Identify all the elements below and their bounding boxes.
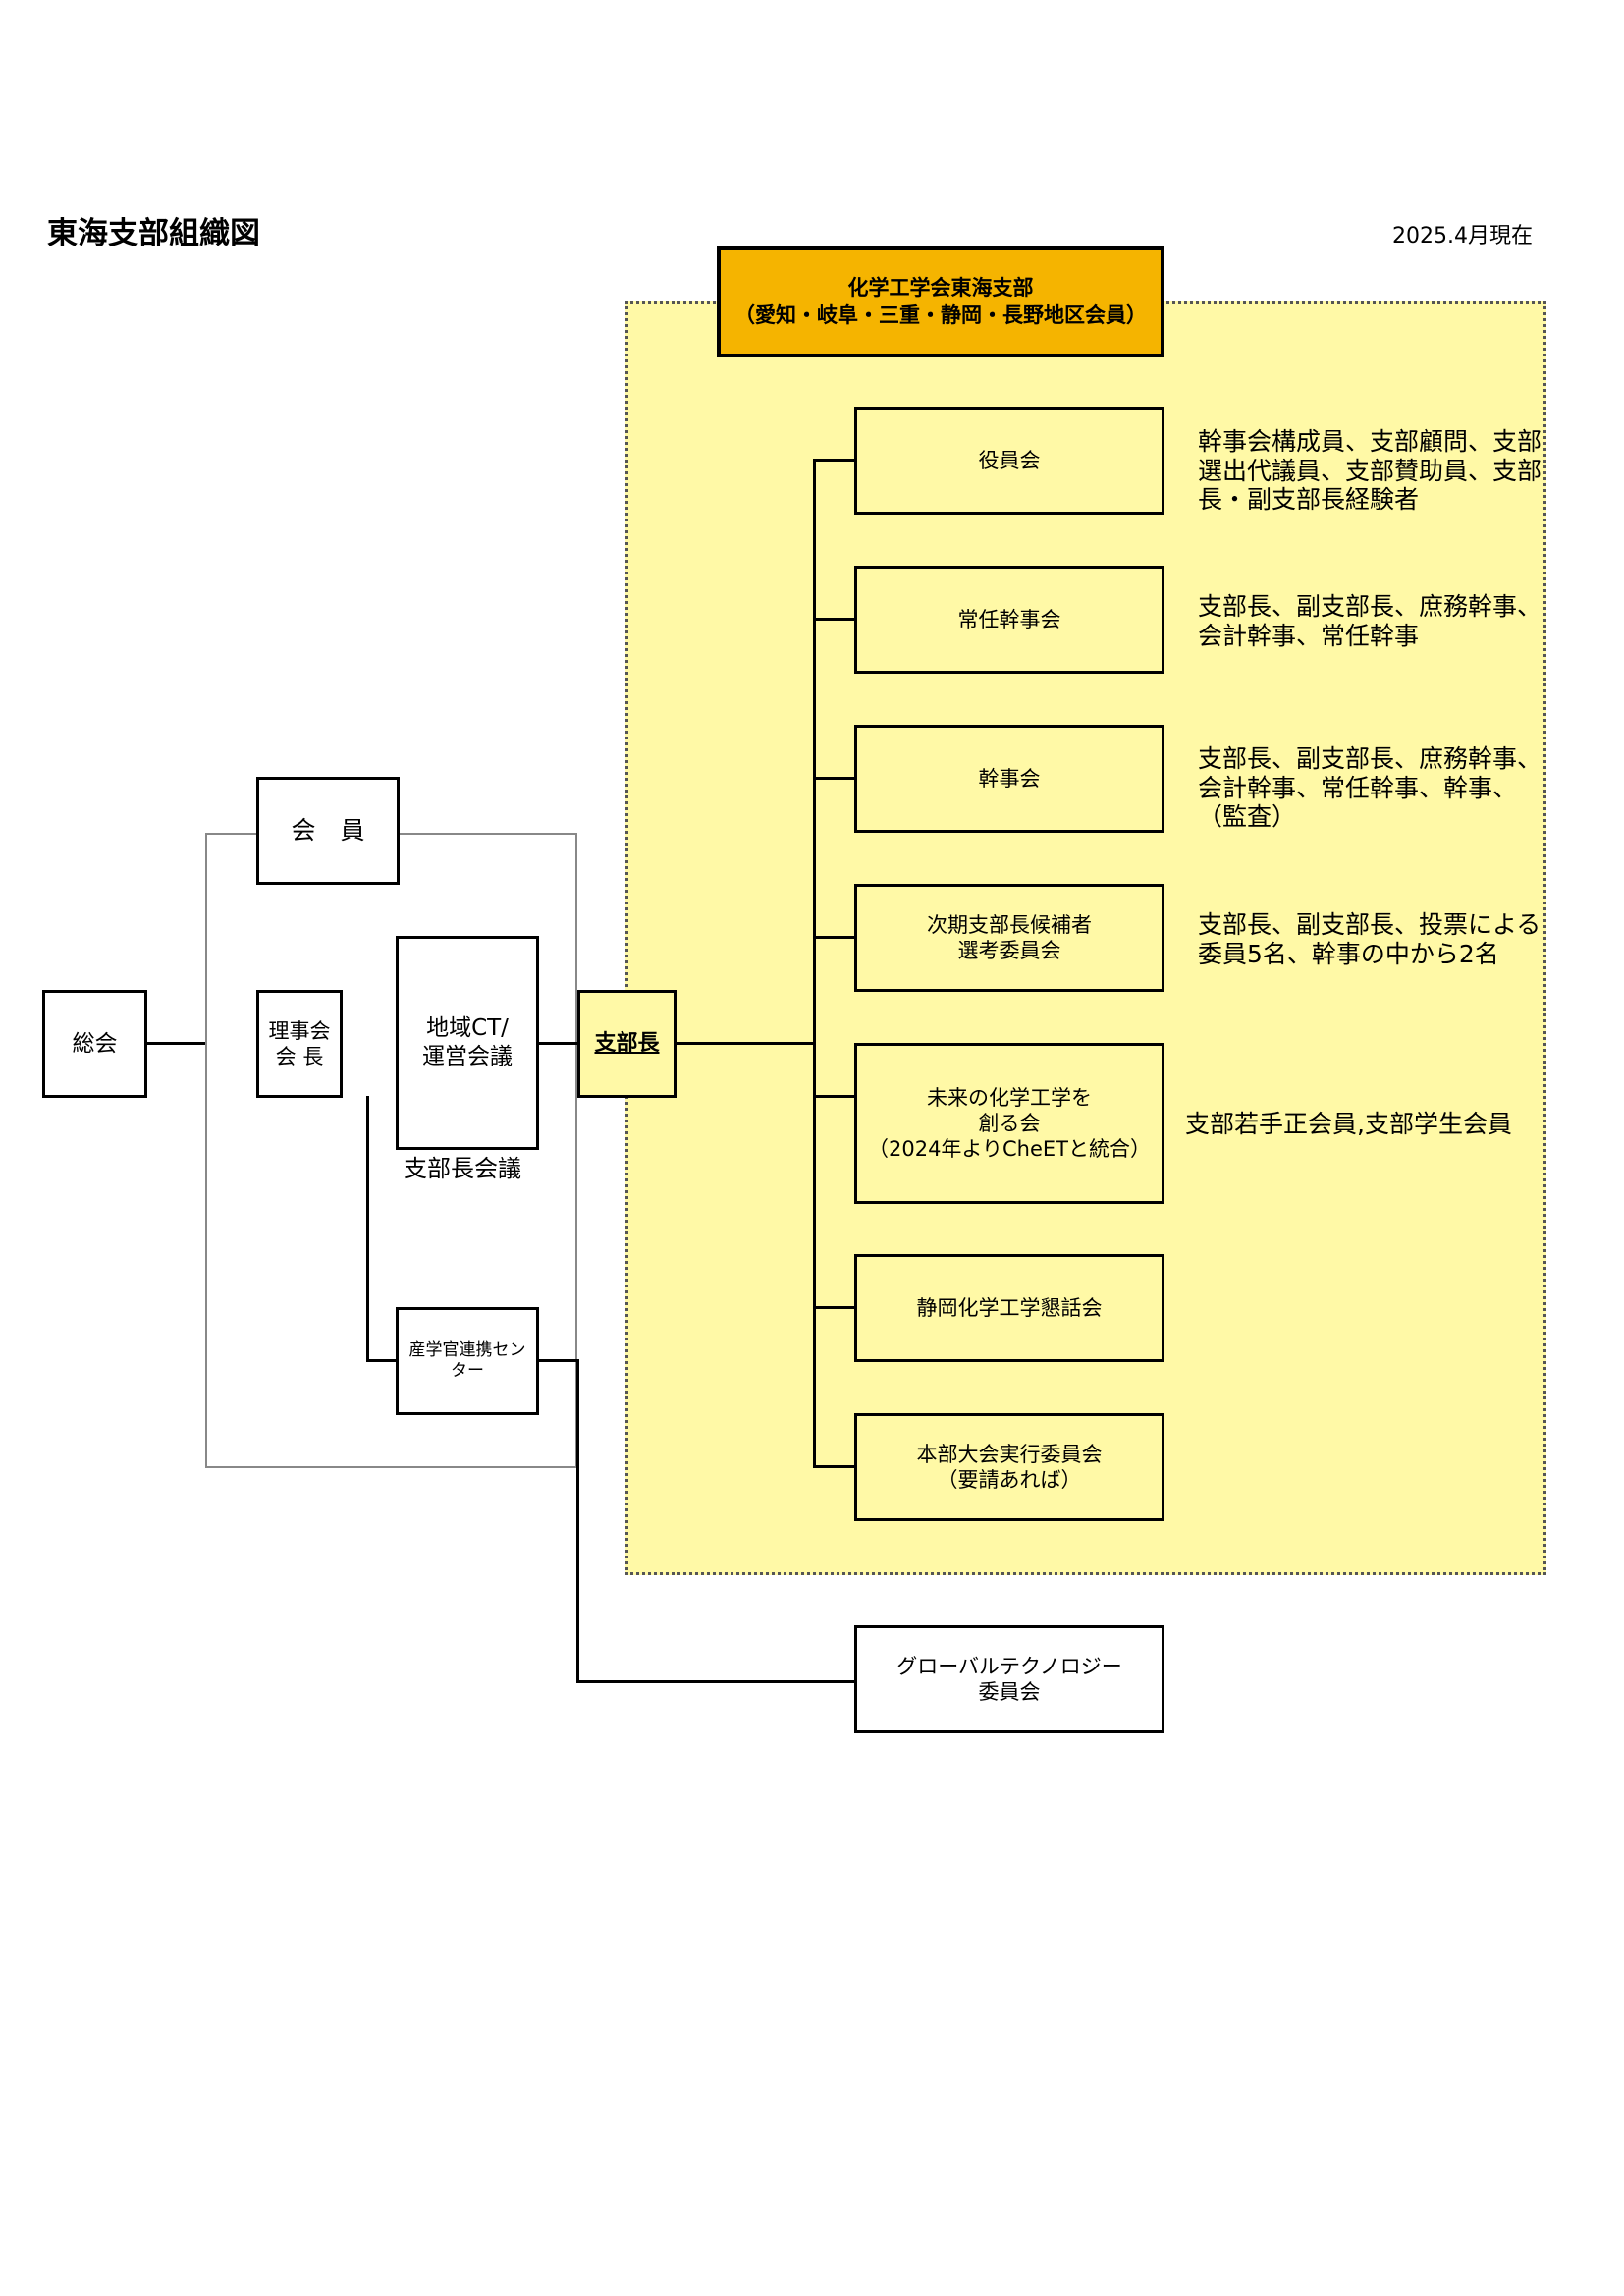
connector-branch-3 xyxy=(813,777,856,780)
general-meeting-box: 総会 xyxy=(42,990,147,1098)
general-meeting-label: 総会 xyxy=(72,1030,118,1057)
committee-label: 幹事会 xyxy=(978,766,1041,791)
committee-trunk xyxy=(813,460,816,1466)
committee-label: 未来の化学工学を 創る会 （2024年よりCheETと統合） xyxy=(867,1085,1151,1162)
committee-standing-secretaries: 常任幹事会 xyxy=(854,566,1164,674)
page-title: 東海支部組織図 xyxy=(47,216,260,251)
branch-head-label: 支部長 xyxy=(594,1031,660,1057)
committee-label: 次期支部長候補者 選考委員会 xyxy=(927,912,1092,962)
industry-center-label: 産学官連携セン ター xyxy=(408,1339,526,1381)
committee-secretaries: 幹事会 xyxy=(854,725,1164,833)
connector-head-to-trunk xyxy=(674,1042,815,1045)
regional-ct-label: 地域CT/ 運営会議 xyxy=(422,1015,513,1069)
committee-note: 支部長、副支部長、庶務幹事、 会計幹事、常任幹事 xyxy=(1198,592,1543,650)
connector-chair-vertical xyxy=(366,1096,369,1361)
connector-branch-7 xyxy=(813,1465,856,1468)
connector-to-global xyxy=(576,1680,856,1683)
connector-global-vertical xyxy=(576,1359,579,1683)
committee-annual-meeting: 本部大会実行委員会 （要請あれば） xyxy=(854,1413,1164,1521)
connector-branch-4 xyxy=(813,936,856,939)
committee-label: 静岡化学工学懇話会 xyxy=(916,1295,1103,1320)
date-label: 2025.4月現在 xyxy=(1392,224,1533,248)
chairman-box: 理事会 会 長 xyxy=(256,990,343,1098)
committee-note: 支部長、副支部長、投票による 委員5名、幹事の中から2名 xyxy=(1198,910,1542,968)
committee-note: 幹事会構成員、支部顧問、支部 選出代議員、支部賛助員、支部 長・副支部長経験者 xyxy=(1198,427,1543,514)
connector-branch-2 xyxy=(813,618,856,621)
global-technology-committee-box: グローバルテクノロジー 委員会 xyxy=(854,1625,1164,1733)
committee-shizuoka-forum: 静岡化学工学懇話会 xyxy=(854,1254,1164,1362)
committee-label: 常任幹事会 xyxy=(957,607,1061,631)
connector-center-right xyxy=(536,1359,578,1362)
regional-ct-box: 地域CT/ 運営会議 xyxy=(396,936,539,1150)
members-label: 会 員 xyxy=(291,816,365,846)
connector-frame-to-head xyxy=(536,1042,579,1045)
committee-executive-board: 役員会 xyxy=(854,407,1164,515)
global-technology-committee-label: グローバルテクノロジー 委員会 xyxy=(896,1654,1122,1704)
committee-note: 支部長、副支部長、庶務幹事、 会計幹事、常任幹事、幹事、 （監査） xyxy=(1198,744,1543,831)
industry-center-box: 産学官連携セン ター xyxy=(396,1307,539,1415)
committee-label: 本部大会実行委員会 （要請あれば） xyxy=(916,1442,1103,1492)
connector-general-to-frame xyxy=(145,1042,205,1045)
members-box: 会 員 xyxy=(256,777,400,885)
connector-branch-5 xyxy=(813,1095,856,1098)
connector-branch-1 xyxy=(813,459,856,462)
committee-nomination: 次期支部長候補者 選考委員会 xyxy=(854,884,1164,992)
connector-branch-6 xyxy=(813,1306,856,1309)
committee-note: 支部若手正会員,支部学生会員 xyxy=(1185,1110,1512,1138)
committee-label: 役員会 xyxy=(978,448,1041,472)
chairman-label: 理事会 会 長 xyxy=(268,1018,331,1068)
committee-future-chem-eng: 未来の化学工学を 創る会 （2024年よりCheETと統合） xyxy=(854,1043,1164,1204)
branch-header: 化学工学会東海支部 （愛知・岐阜・三重・静岡・長野地区会員） xyxy=(717,246,1164,357)
branch-heads-meeting-label: 支部長会議 xyxy=(404,1155,521,1182)
connector-chair-to-center xyxy=(366,1359,398,1362)
branch-head-box: 支部長 xyxy=(577,990,677,1098)
